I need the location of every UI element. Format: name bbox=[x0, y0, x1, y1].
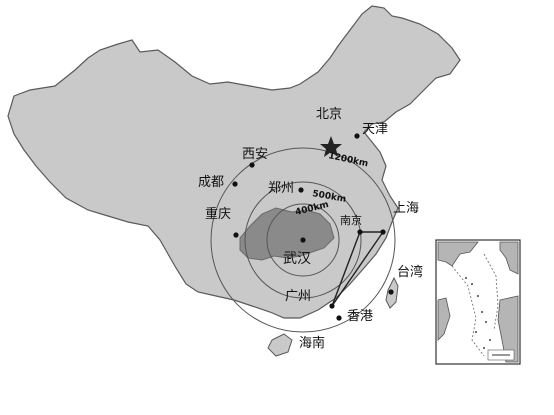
label-nanjing: 南京 bbox=[340, 213, 362, 227]
label-taiwan: 台湾 bbox=[397, 264, 423, 280]
label-shanghai: 上海 bbox=[393, 201, 419, 216]
city-dot-wuhan bbox=[300, 237, 306, 243]
south-china-sea-inset bbox=[435, 239, 521, 365]
city-dot-guangzhou bbox=[329, 303, 335, 309]
ring-1200km bbox=[210, 147, 396, 333]
label-chongqing: 重庆 bbox=[205, 206, 231, 222]
label-guangzhou: 广州 bbox=[285, 289, 311, 304]
city-dot-hongkong bbox=[336, 315, 342, 321]
label-xian: 西安 bbox=[242, 147, 268, 162]
label-zhengzhou: 郑州 bbox=[268, 181, 294, 196]
label-tianjin: 天津 bbox=[362, 122, 388, 137]
ring-500km bbox=[244, 181, 362, 299]
hainan-island bbox=[267, 333, 293, 357]
capital-star-icon bbox=[320, 136, 342, 157]
city-dot-xian bbox=[249, 162, 255, 168]
route-triangle bbox=[331, 231, 385, 307]
city-dot-taiwan bbox=[388, 289, 394, 295]
label-beijing: 北京 bbox=[316, 107, 342, 122]
city-dot-shanghai bbox=[380, 229, 386, 235]
city-dot-chongqing bbox=[233, 232, 239, 238]
label-hongkong: 香港 bbox=[347, 309, 373, 324]
city-dot-nanjing bbox=[357, 229, 363, 235]
china-landmass bbox=[7, 5, 461, 319]
hubei-province bbox=[239, 207, 335, 261]
city-dot-chengdu bbox=[232, 181, 238, 187]
city-dot-zhengzhou bbox=[298, 187, 304, 193]
label-hainan: 海南 bbox=[299, 335, 325, 351]
city-dot-tianjin bbox=[354, 133, 360, 139]
label-wuhan: 武汉 bbox=[283, 251, 311, 267]
ring-400km bbox=[266, 203, 340, 277]
label-chengdu: 成都 bbox=[198, 175, 224, 190]
